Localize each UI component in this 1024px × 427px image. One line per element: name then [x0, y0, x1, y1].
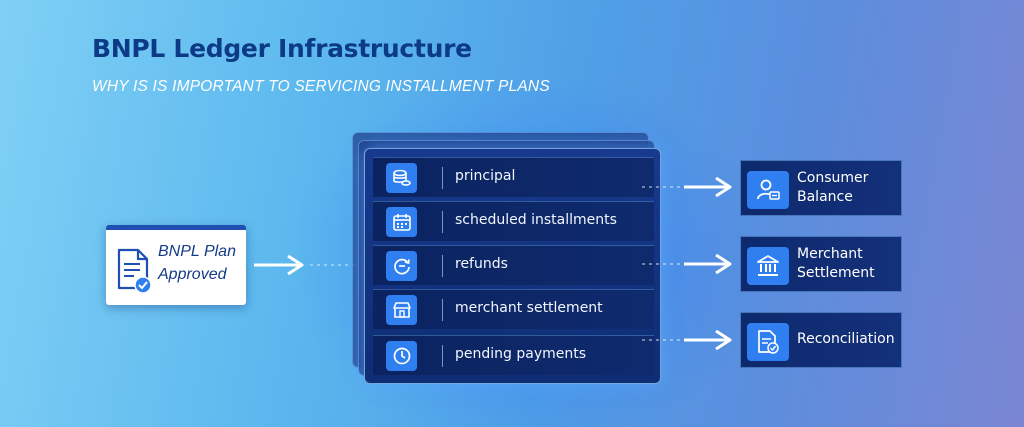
refund-cycle-icon [386, 251, 417, 281]
bank-icon [747, 247, 789, 285]
output-merchant-settlement: Merchant Settlement [740, 236, 902, 292]
page-subtitle: WHY IS IS IMPORTANT TO SERVICING INSTALL… [92, 78, 550, 95]
ledger-row-pending-payments: pending payments [373, 335, 654, 375]
clock-icon [386, 341, 417, 371]
ledger-row-label: refunds [455, 256, 508, 272]
ledger-row-scheduled-installments: scheduled installments [373, 201, 654, 241]
ledger-row-label: scheduled installments [455, 212, 617, 228]
row-separator [442, 211, 443, 233]
document-check-icon [747, 323, 789, 361]
output-label: Consumer Balance [797, 169, 901, 207]
arrow-right-icon [254, 254, 356, 276]
row-separator [442, 299, 443, 321]
page-title: BNPL Ledger Infrastructure [92, 34, 472, 63]
ledger-row-principal: principal [373, 157, 654, 197]
ledger-row-merchant-settlement: merchant settlement [373, 289, 654, 329]
arrow-right-icon [642, 176, 732, 198]
source-card-line2: Approved [158, 266, 227, 283]
output-reconciliation: Reconciliation [740, 312, 902, 368]
output-label: Reconciliation [797, 330, 901, 349]
output-label-line2: Settlement [797, 265, 875, 281]
ledger-row-label: pending payments [455, 346, 587, 362]
ledger-row-refunds: refunds [373, 245, 654, 285]
output-label-line1: Reconciliation [797, 331, 895, 347]
output-label-line1: Merchant [797, 246, 863, 262]
output-label-line1: Consumer [797, 170, 869, 186]
row-separator [442, 255, 443, 277]
row-separator [442, 167, 443, 189]
source-card-line1: BNPL Plan [158, 243, 236, 260]
source-card-label: BNPL Plan Approved [158, 240, 244, 286]
user-card-icon [747, 171, 789, 209]
ledger-row-label: principal [455, 168, 516, 184]
output-consumer-balance: Consumer Balance [740, 160, 902, 216]
output-label: Merchant Settlement [797, 245, 901, 283]
source-card-plan-approved: BNPL Plan Approved [106, 225, 246, 305]
calendar-icon [386, 207, 417, 237]
output-label-line2: Balance [797, 189, 853, 205]
arrow-right-icon [642, 253, 732, 275]
coin-stack-icon [386, 163, 417, 193]
document-check-icon [117, 248, 152, 294]
storefront-icon [386, 295, 417, 325]
row-separator [442, 345, 443, 367]
ledger-panel: principal scheduled installments [364, 148, 661, 384]
arrow-right-icon [642, 329, 732, 351]
ledger-row-label: merchant settlement [455, 300, 603, 316]
